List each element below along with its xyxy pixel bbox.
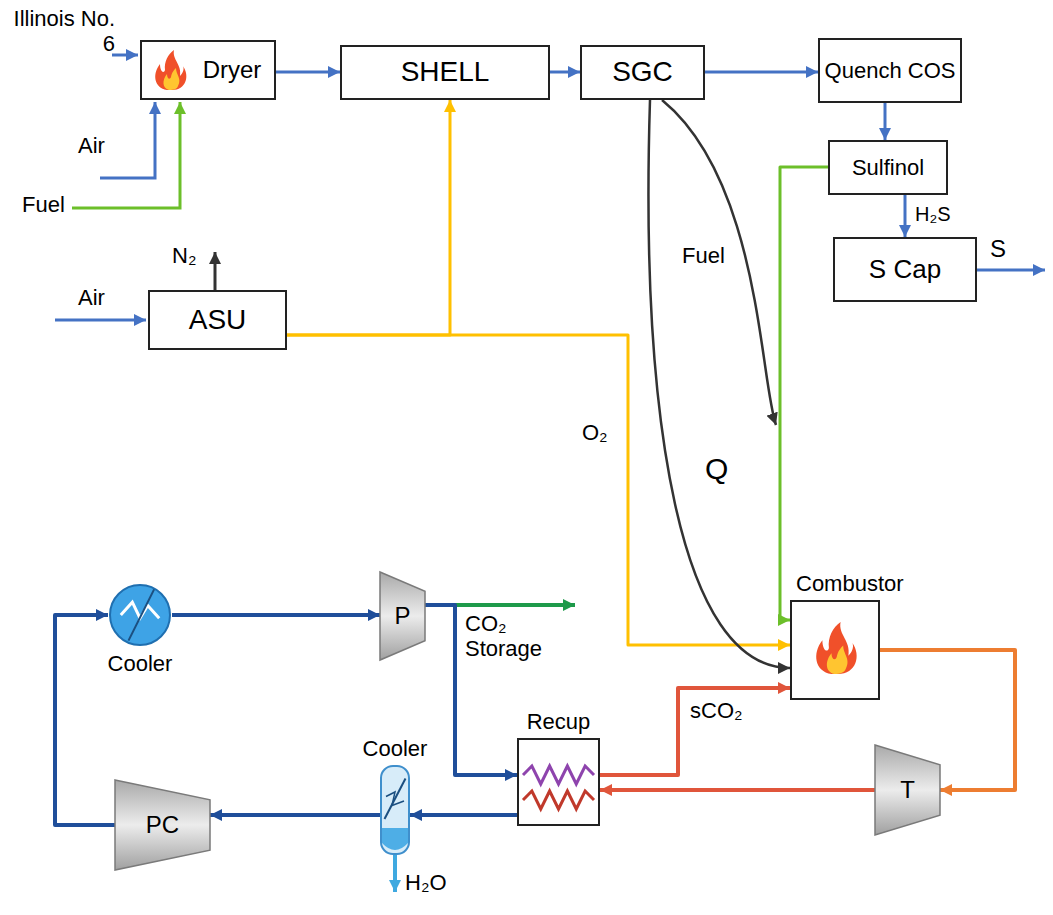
combustor-outline xyxy=(791,601,879,699)
box-label: PC xyxy=(146,811,179,839)
process-box: Sulfinol xyxy=(828,140,948,195)
flow-label: Air xyxy=(78,133,105,158)
cooler-arrow xyxy=(128,589,154,640)
connector-label: sCO₂ xyxy=(690,698,743,723)
connector-label: H₂S xyxy=(915,203,951,226)
flow-connector xyxy=(410,813,517,817)
coal-feed-arrow xyxy=(112,54,138,57)
air-feed-arrow xyxy=(100,102,155,178)
sulfur-out-arrow xyxy=(977,269,1045,272)
cooler-outline xyxy=(381,766,409,854)
machine-outline xyxy=(875,745,940,835)
box-label: ASU xyxy=(189,304,247,336)
air-feed-arrow xyxy=(55,319,146,322)
shape-outline xyxy=(380,765,410,855)
flame-icon xyxy=(816,622,856,674)
flow-connector xyxy=(600,788,875,792)
shape-outline xyxy=(790,600,880,700)
flow-connector xyxy=(600,688,790,775)
combustor-symbol: Combustor xyxy=(790,600,880,700)
box-label: SGC xyxy=(612,56,673,88)
flow-connector xyxy=(649,100,790,668)
flow-label: S xyxy=(990,235,1006,263)
equipment-label: Cooler xyxy=(108,651,173,676)
machine-outline xyxy=(380,572,425,660)
flow-label: N₂ xyxy=(172,243,196,268)
flow-connector xyxy=(287,335,790,645)
flow-connector xyxy=(550,71,580,74)
compressor-symbol: PC xyxy=(115,780,210,870)
cooler-outline xyxy=(110,585,170,645)
pump-symbol: P xyxy=(380,572,425,660)
process-box: SHELL xyxy=(340,45,550,100)
cooler-arrow xyxy=(385,779,406,820)
flow-connector xyxy=(780,167,828,620)
equipment-label: Cooler xyxy=(363,736,428,761)
cooler-zigzag xyxy=(386,792,404,806)
box-label: SHELL xyxy=(401,56,490,88)
equipment-label: Recup xyxy=(527,709,591,734)
flow-connector xyxy=(276,71,340,74)
flow-label: Illinois No. 6 xyxy=(8,6,115,57)
flame-icon xyxy=(816,622,856,674)
heat-arrow xyxy=(662,100,776,425)
fuel-feed-arrow xyxy=(72,102,180,208)
heat-exchanger-coil xyxy=(523,791,594,809)
connector-label: O₂ xyxy=(582,420,608,445)
machine-outline xyxy=(115,780,210,870)
flow-label: Air xyxy=(78,285,105,310)
box-label: P xyxy=(394,602,410,630)
flame-icon xyxy=(150,48,190,92)
equipment-label: Combustor xyxy=(796,571,904,596)
flame-icon xyxy=(827,645,848,674)
storage-arrow xyxy=(455,603,575,607)
flow-label: H₂O xyxy=(405,870,447,895)
flame-icon xyxy=(163,68,179,90)
flame-icon xyxy=(155,50,186,90)
water-drain-arrow xyxy=(393,855,397,892)
flow-connector xyxy=(55,615,115,825)
process-box: SGC xyxy=(580,45,705,100)
recuperator-symbol: Recup xyxy=(517,738,600,826)
box-label: Quench COS xyxy=(825,58,956,83)
cooler-water xyxy=(382,828,408,850)
process-box: S Cap xyxy=(833,237,977,302)
shape-outline xyxy=(108,583,172,647)
cooler-symbol: Cooler xyxy=(380,765,410,855)
shape-outline xyxy=(517,738,600,826)
flow-connector xyxy=(705,71,818,74)
flow-label: CO₂ Storage xyxy=(465,611,560,662)
process-box: ASU xyxy=(148,290,287,350)
process-box: Quench COS xyxy=(818,38,962,103)
box-label: S Cap xyxy=(869,255,941,285)
turbine-symbol: T xyxy=(875,745,940,835)
flame-icon xyxy=(155,50,186,90)
connector-label: Q xyxy=(705,452,728,487)
box-label: Dryer xyxy=(203,56,262,84)
connector-label: Fuel xyxy=(682,243,725,268)
flow-connector xyxy=(884,103,887,140)
flow-connector xyxy=(904,195,907,237)
flow-connector xyxy=(287,100,450,335)
box-label: T xyxy=(900,776,915,804)
heat-exchanger-coil xyxy=(523,766,594,784)
flow-label: Fuel xyxy=(22,192,65,217)
nitrogen-vent-arrow xyxy=(214,252,217,290)
box-label: Sulfinol xyxy=(852,155,924,180)
flow-connector xyxy=(172,613,380,617)
recuperator-outline xyxy=(518,739,599,825)
dryer-box: Dryer xyxy=(140,40,276,100)
cooler-symbol: Cooler xyxy=(108,583,172,647)
flow-connector xyxy=(210,813,380,817)
